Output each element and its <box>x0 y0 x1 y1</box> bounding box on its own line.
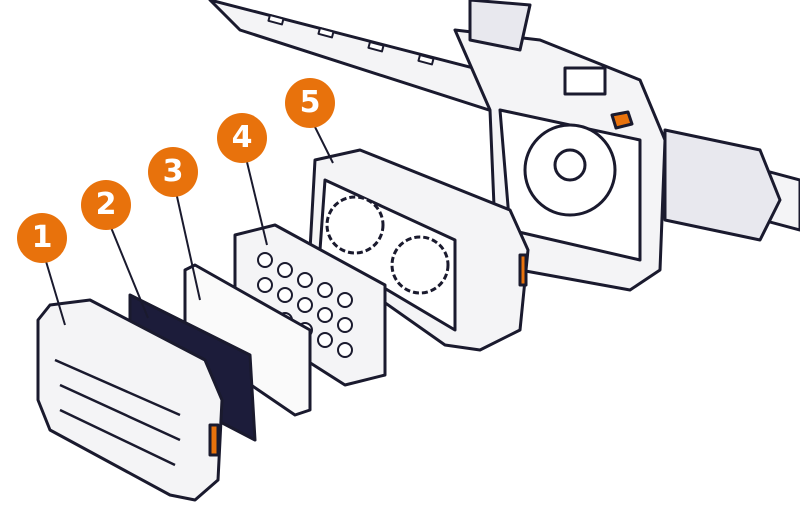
callout-4: 4 <box>217 113 267 163</box>
outer-cover <box>36 298 224 502</box>
leader-lines <box>44 122 334 326</box>
callout-2: 2 <box>81 180 131 230</box>
callout-1: 1 <box>17 213 67 263</box>
callout-3: 3 <box>148 147 198 197</box>
callout-5: 5 <box>285 78 335 128</box>
